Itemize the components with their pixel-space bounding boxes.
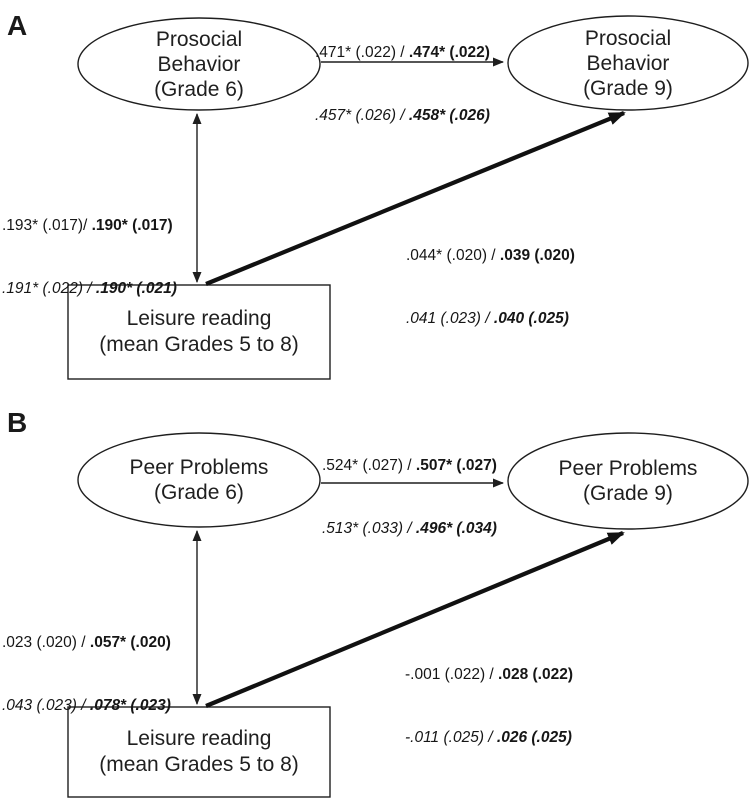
- coef-part: .471* (.022) /: [315, 44, 409, 61]
- coef-part: .039 (.020): [499, 247, 575, 264]
- coef-part: -.011 (.025) /: [405, 729, 497, 746]
- grade9-label: Prosocial Behavior (Grade 9): [583, 27, 673, 100]
- panel-a-shapes: [67, 15, 749, 380]
- coef-part: .028 (.022): [498, 666, 574, 683]
- covariance-coef: .193* (.017)/ .190* (.017) .191* (.022) …: [2, 173, 177, 341]
- coef-part: .190* (.017): [91, 217, 173, 234]
- grade9-ellipse: [507, 15, 749, 111]
- coef-part: .458* (.026): [408, 107, 490, 124]
- coef-part: .026 (.025): [496, 729, 572, 746]
- panel-b-shapes: [67, 432, 749, 798]
- stability-coef: .471* (.022) / .474* (.022) .457* (.026)…: [315, 0, 490, 168]
- coef-part: .496* (.034): [415, 520, 497, 537]
- coef-part: .043 (.023) /: [2, 697, 90, 714]
- regression-arrow: [205, 531, 625, 708]
- coef-part: .078* (.023): [89, 697, 171, 714]
- regression-coef: .044* (.020) / .039 (.020) .041 (.023) /…: [406, 203, 575, 371]
- grade6-label: Prosocial Behavior (Grade 6): [154, 27, 244, 101]
- covariance-coef: .023 (.020) / .057* (.020) .043 (.023) /…: [2, 590, 171, 758]
- coef-part: .474* (.022): [408, 44, 490, 61]
- coef-part: .193* (.017)/: [2, 217, 92, 234]
- leisure-reading-label: Leisure reading (mean Grades 5 to 8): [99, 307, 299, 356]
- panel-label: A: [7, 10, 28, 41]
- leisure-reading-rect: [67, 284, 331, 380]
- leisure-reading-label: Leisure reading (mean Grades 5 to 8): [99, 727, 299, 776]
- coef-part: .191* (.022) /: [2, 280, 96, 297]
- coef-part: .457* (.026) /: [315, 107, 409, 124]
- grade6-label: Peer Problems (Grade 6): [129, 456, 269, 504]
- coef-part: .044* (.020) /: [406, 247, 500, 264]
- coef-part: .524* (.027) /: [322, 457, 416, 474]
- grade6-ellipse: [77, 17, 321, 111]
- leisure-reading-rect: [67, 706, 331, 798]
- panel-a: A Prosocial Behavior (Grade 6) Prosocial…: [2, 0, 749, 380]
- grade9-ellipse: [507, 432, 749, 530]
- coef-part: -.001 (.022) /: [405, 666, 499, 683]
- panel-label: B: [7, 407, 28, 438]
- coef-part: .057* (.020): [89, 634, 171, 651]
- coef-part: .190* (.021): [95, 280, 177, 297]
- coef-part: .023 (.020) /: [2, 634, 90, 651]
- coef-part: .041 (.023) /: [406, 310, 494, 327]
- grade6-ellipse: [77, 432, 321, 528]
- regression-arrow: [205, 111, 626, 286]
- stability-coef: .524* (.027) / .507* (.027) .513* (.033)…: [322, 413, 497, 581]
- coef-part: .040 (.025): [493, 310, 569, 327]
- panel-b: B Peer Problems (Grade 6) Peer Problems …: [0, 400, 752, 801]
- coef-part: .507* (.027): [415, 457, 497, 474]
- grade9-label: Peer Problems (Grade 9): [558, 457, 698, 505]
- regression-coef: -.001 (.022) / .028 (.022) -.011 (.025) …: [405, 622, 573, 790]
- coef-part: .513* (.033) /: [322, 520, 416, 537]
